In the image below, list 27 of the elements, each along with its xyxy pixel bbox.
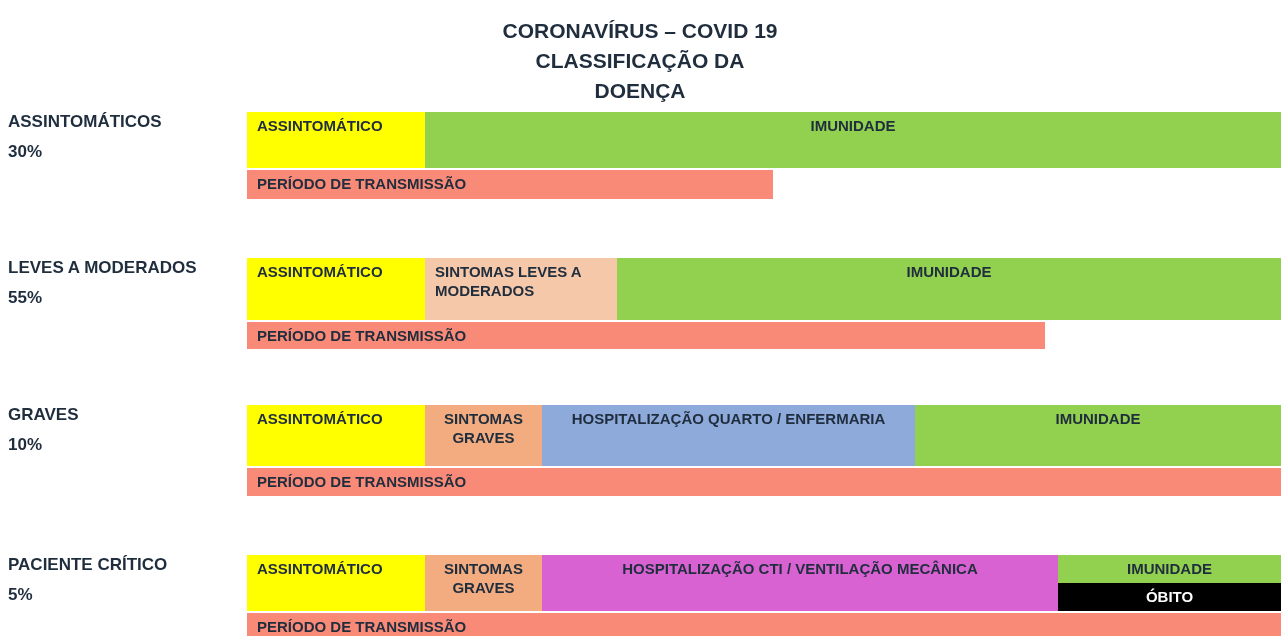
phase-bar: ASSINTOMÁTICO (247, 258, 425, 320)
phase-bar: IMUNIDADE (425, 112, 1281, 168)
title: CORONAVÍRUS – COVID 19 CLASSIFICAÇÃO DA DOENÇA (501, 18, 779, 104)
phase-bar: ÓBITO (1058, 583, 1281, 611)
phase-bar: HOSPITALIZAÇÃO QUARTO / ENFERMARIA (542, 405, 915, 466)
phase-bar: ASSINTOMÁTICO (247, 555, 425, 611)
phase-bar: IMUNIDADE (617, 258, 1281, 320)
phase-bar: IMUNIDADE (1058, 555, 1281, 583)
phase-bar: PERÍODO DE TRANSMISSÃO (247, 613, 1281, 636)
row-label: PACIENTE CRÍTICO (8, 555, 168, 575)
phase-bar: PERÍODO DE TRANSMISSÃO (247, 322, 1045, 349)
phase-bar: PERÍODO DE TRANSMISSÃO (247, 468, 1281, 496)
phase-bar: HOSPITALIZAÇÃO CTI / VENTILAÇÃO MECÂNICA (542, 555, 1058, 611)
row-label: ASSINTOMÁTICOS (8, 112, 162, 132)
phase-bar: SINTOMAS GRAVES (425, 555, 542, 611)
percentage-label: 55% (8, 288, 43, 308)
percentage-label: 10% (8, 435, 43, 455)
percentage-label: 30% (8, 142, 43, 162)
phase-bar: PERÍODO DE TRANSMISSÃO (247, 170, 773, 199)
phase-bar: ASSINTOMÁTICO (247, 112, 425, 168)
row-label: GRAVES (8, 405, 79, 425)
phase-bar: SINTOMAS LEVES A MODERADOS (425, 258, 617, 320)
phase-bar: ASSINTOMÁTICO (247, 405, 425, 466)
row-label: LEVES A MODERADOS (8, 258, 197, 278)
percentage-label: 5% (8, 585, 33, 605)
phase-bar: IMUNIDADE (915, 405, 1281, 466)
phase-bar: SINTOMAS GRAVES (425, 405, 542, 466)
